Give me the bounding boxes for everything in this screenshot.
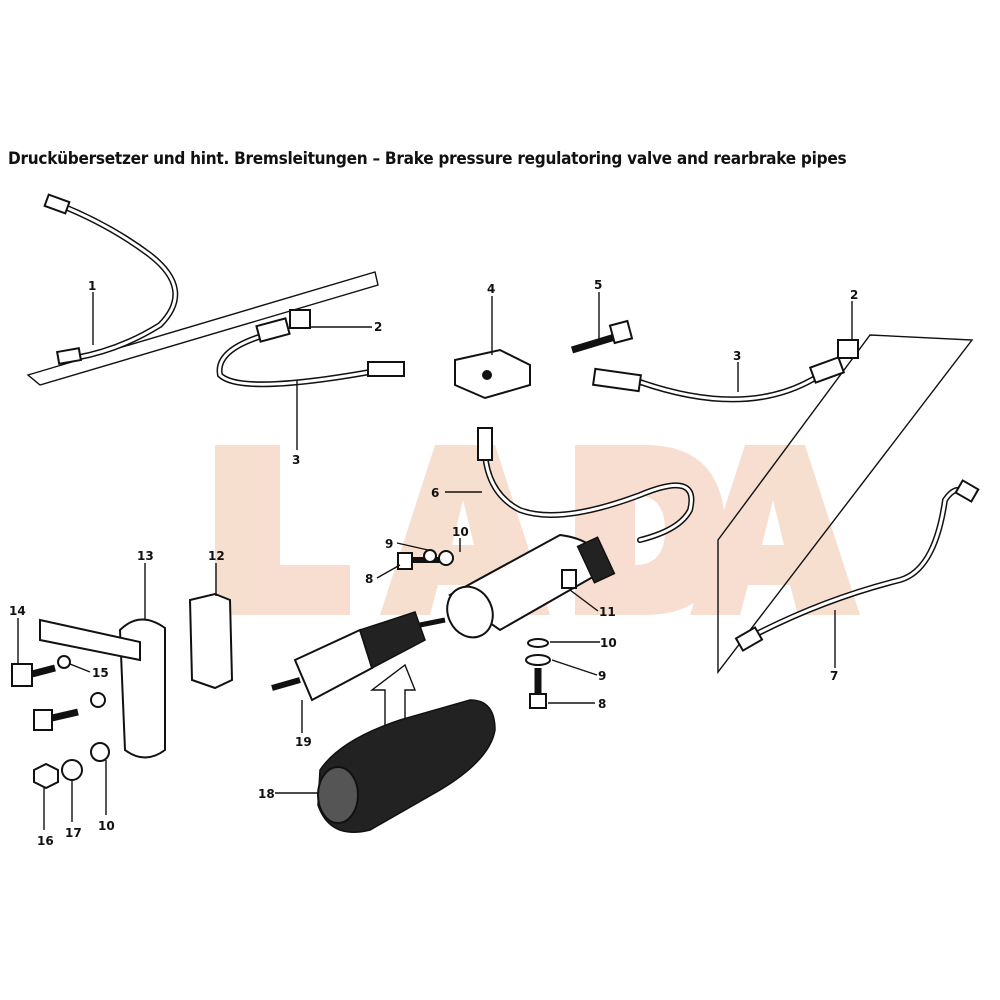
bolt-lower [33, 708, 79, 731]
callout-12: 12 [208, 549, 225, 563]
callout-3: 3 [292, 453, 300, 467]
callout-10: 10 [98, 819, 115, 833]
callout-13: 13 [137, 549, 154, 563]
callout-19: 19 [295, 735, 312, 749]
callout-1: 1 [88, 279, 96, 293]
bolt-5 [570, 319, 634, 354]
callout-17: 17 [65, 826, 82, 840]
callout-18: 18 [258, 787, 275, 801]
washer-9-lower [525, 654, 551, 666]
diagram-title: Druckübersetzer und hint. Bremsleitungen… [8, 149, 847, 168]
callout-6: 6 [431, 486, 439, 500]
callout-4: 4 [487, 282, 495, 296]
brake-hose-3-right [591, 356, 846, 403]
callout-7: 7 [830, 669, 838, 683]
hose-clip-2-left [289, 309, 311, 329]
pressure-regulator-valve-11 [446, 533, 616, 639]
callout-2: 2 [850, 288, 858, 302]
washer-10-lower [527, 638, 549, 648]
callout-8: 8 [598, 697, 606, 711]
callout-8: 8 [365, 572, 373, 586]
rubber-block-12 [188, 592, 234, 690]
callout-15: 15 [92, 666, 109, 680]
mounting-plane-right [717, 334, 974, 675]
washer-15 [57, 655, 71, 669]
mounting-rod [39, 618, 141, 662]
washer-10-left [90, 742, 110, 762]
assembly-arrow [369, 663, 417, 741]
leader-lines [17, 292, 853, 830]
callout-5: 5 [594, 278, 602, 292]
brake-hose-3-left [216, 317, 405, 388]
callout-9: 9 [598, 669, 606, 683]
nut-16 [33, 762, 59, 790]
brake-pipe-1 [43, 193, 179, 365]
rubber-boot-18 [317, 699, 496, 833]
callout-9: 9 [385, 537, 393, 551]
callout-11: 11 [599, 605, 616, 619]
brake-pipe-6 [477, 427, 695, 543]
callout-labels: 1 2 2 3 3 4 5 6 7 8 8 9 9 10 10 10 11 12… [9, 278, 858, 848]
brake-pipe-7 [734, 479, 980, 652]
lock-washer-17 [61, 759, 83, 781]
bolt-14 [11, 663, 56, 687]
callout-10: 10 [452, 525, 469, 539]
mounting-plane-left [26, 271, 379, 386]
piston-19 [271, 611, 446, 702]
callout-2: 2 [374, 320, 382, 334]
washer-10-upper [438, 550, 454, 566]
callout-3: 3 [733, 349, 741, 363]
washer-9-upper [423, 549, 437, 563]
callout-10: 10 [600, 636, 617, 650]
hose-clip-2-right [837, 339, 859, 359]
bolt-8-lower [529, 668, 547, 709]
callout-14: 14 [9, 604, 26, 618]
washer-middle [90, 692, 106, 708]
tee-connector-4 [454, 348, 531, 400]
callout-16: 16 [37, 834, 54, 848]
